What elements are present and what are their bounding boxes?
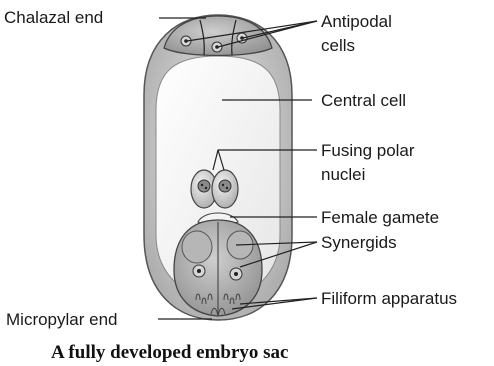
label-central-cell: Central cell [321,91,406,110]
label-fusing-polar-line2: nuclei [321,165,365,184]
label-antipodal-cells-line2: cells [321,36,355,55]
label-filiform-apparatus: Filiform apparatus [321,289,457,308]
label-chalazal-end: Chalazal end [4,8,103,27]
label-micropylar-end: Micropylar end [6,310,118,329]
label-female-gamete: Female gamete [321,208,439,227]
label-antipodal-cells-line1: Antipodal [321,12,392,31]
diagram-caption: A fully developed embryo sac [51,342,289,363]
label-fusing-polar-line1: Fusing polar [321,141,415,160]
label-synergids: Synergids [321,233,397,252]
